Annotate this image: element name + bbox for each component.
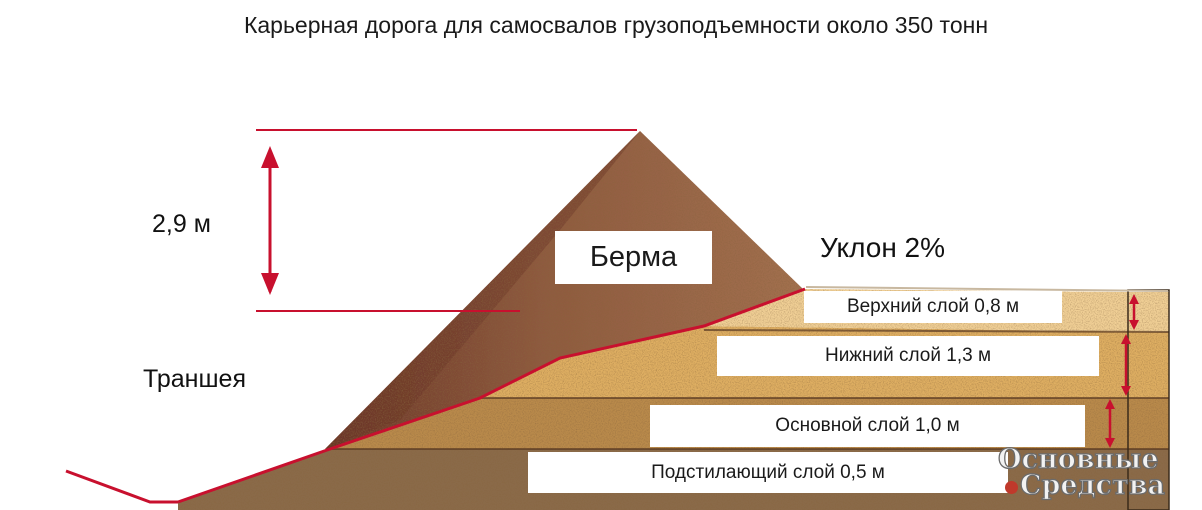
layer-label-top: Верхний слой 0,8 м — [804, 291, 1062, 323]
layer-label-base: Основной слой 1,0 м — [650, 405, 1085, 447]
watermark-logo: Основные Средства — [997, 442, 1198, 508]
surface-line — [805, 286, 1169, 292]
ground-line — [65, 469, 178, 504]
watermark-line2: Средства — [1019, 470, 1165, 501]
diagram-title: Карьерная дорога для самосвалов грузопод… — [243, 12, 989, 38]
layer-separators — [330, 329, 1170, 450]
layer-label-subbase: Подстилающий слой 0,5 м — [528, 452, 1008, 493]
berm-label: Берма — [555, 231, 712, 284]
layer-dimensions — [1105, 294, 1139, 448]
height-dimension — [256, 129, 637, 312]
berm-height-label: 2,9 м — [152, 210, 211, 238]
berm-shape — [325, 131, 803, 449]
watermark-line1: Основные — [997, 444, 1159, 475]
watermark-dot-icon — [1005, 481, 1018, 494]
berm-shadow — [325, 131, 640, 449]
trench-label: Траншея — [143, 365, 246, 393]
slope-label: Уклон 2% — [820, 232, 946, 263]
slope-line — [177, 287, 806, 504]
layer-label-lower: Нижний слой 1,3 м — [717, 336, 1099, 376]
